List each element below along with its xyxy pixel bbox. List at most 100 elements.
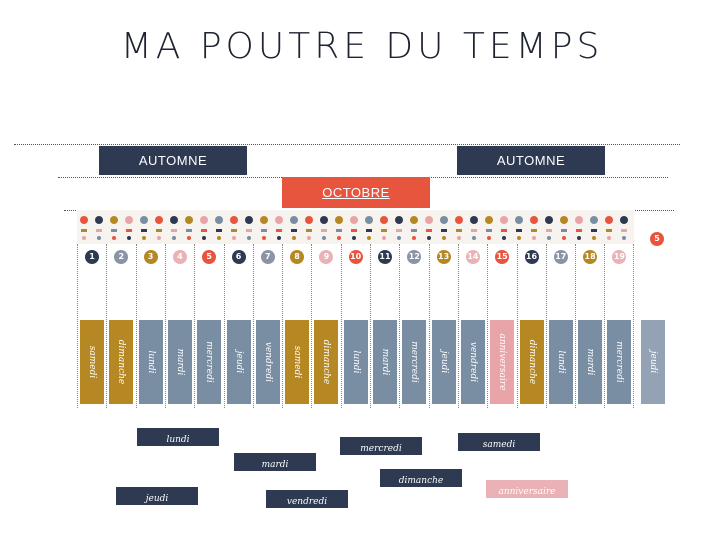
day-column: 1 samedi [77, 244, 106, 408]
day-number[interactable]: 2 [114, 250, 129, 264]
month-label[interactable]: OCTOBRE [282, 177, 430, 208]
day-number[interactable]: 5 [202, 250, 217, 264]
page-title: MA POUTRE DU TEMPS [120, 26, 604, 67]
day-label: mercredi [204, 341, 215, 383]
day-label: dimanche [526, 339, 537, 385]
day-label: samedi [292, 345, 303, 379]
day-card[interactable]: mercredi [402, 320, 427, 404]
divider-line [14, 144, 680, 145]
loose-day-chip[interactable]: samedi [458, 433, 540, 451]
day-number[interactable]: 18 [583, 250, 598, 264]
day-column: 14 vendredi [457, 244, 487, 408]
day-label: mardi [380, 348, 390, 376]
day-card[interactable]: jeudi [431, 320, 456, 404]
day-card[interactable]: jeudi [226, 320, 251, 404]
chip-label: vendredi [286, 497, 328, 507]
day-number[interactable]: 9 [319, 250, 334, 264]
day-number[interactable]: 19 [612, 250, 627, 264]
day-label: jeudi [438, 350, 449, 374]
day-label: dimanche [321, 339, 332, 385]
day-number[interactable]: 13 [436, 250, 451, 264]
day-column: 18 mardi [575, 244, 604, 408]
chip-label: anniversaire [498, 487, 556, 497]
day-card[interactable]: vendredi [255, 320, 280, 404]
day-number[interactable]: 3 [143, 250, 158, 264]
day-label: lundi [145, 350, 156, 374]
chip-label: samedi [482, 440, 516, 450]
day-column: 11 mardi [370, 244, 399, 408]
season-label-right[interactable]: AUTOMNE [457, 146, 605, 175]
chip-label: dimanche [398, 476, 444, 486]
chip-label: mercredi [360, 444, 402, 454]
extra-day-number[interactable]: 5 [650, 232, 664, 246]
day-column: 5 mercredi [194, 244, 223, 408]
day-card[interactable]: mardi [578, 320, 603, 404]
day-column: 2 dimanche [106, 244, 135, 408]
day-number[interactable]: 17 [553, 250, 568, 264]
day-column: 16 dimanche [516, 244, 546, 408]
day-column: 12 mercredi [399, 244, 428, 408]
day-card[interactable]: vendredi [460, 320, 485, 404]
day-card[interactable]: mercredi [607, 320, 632, 404]
day-label: lundi [555, 350, 566, 374]
day-column: 19 mercredi [604, 244, 635, 408]
day-column: 3 lundi [135, 244, 165, 408]
day-card[interactable]: lundi [343, 320, 368, 404]
day-column: 15 anniversaire [487, 244, 516, 408]
extra-day-card[interactable]: jeudi [641, 320, 665, 404]
day-card[interactable]: dimanche [109, 320, 134, 404]
day-card[interactable]: samedi [285, 320, 310, 404]
day-column: 13 jeudi [428, 244, 458, 408]
day-card[interactable]: lundi [548, 320, 573, 404]
chip-label: mardi [261, 460, 289, 470]
day-card[interactable]: anniversaire [490, 320, 515, 404]
season-label-left[interactable]: AUTOMNE [99, 146, 247, 175]
day-label: mercredi [614, 341, 625, 383]
day-card[interactable]: dimanche [519, 320, 544, 404]
day-card[interactable]: mercredi [197, 320, 222, 404]
day-card[interactable]: lundi [138, 320, 163, 404]
chip-label: lundi [166, 435, 190, 445]
loose-day-chip[interactable]: mardi [234, 453, 316, 471]
day-label: mardi [585, 348, 596, 376]
day-number[interactable]: 15 [495, 250, 510, 264]
day-number[interactable]: 11 [378, 250, 392, 264]
loose-day-chip[interactable]: jeudi [116, 487, 198, 505]
day-number[interactable]: 7 [260, 250, 275, 264]
day-label: anniversaire [497, 333, 508, 391]
loose-day-chip[interactable]: mercredi [340, 437, 422, 455]
day-label: mardi [174, 348, 185, 376]
loose-day-chip[interactable]: dimanche [380, 469, 462, 487]
loose-day-chip[interactable]: lundi [137, 428, 219, 446]
day-column: 6 jeudi [223, 244, 253, 408]
day-column: 9 dimanche [311, 244, 340, 408]
day-column: 8 samedi [282, 244, 311, 408]
day-card[interactable]: dimanche [314, 320, 339, 404]
decorative-pattern-strip [77, 210, 634, 244]
chip-label: jeudi [145, 494, 169, 504]
day-column: 7 vendredi [252, 244, 282, 408]
day-card[interactable]: mardi [167, 320, 192, 404]
day-column: 10 lundi [340, 244, 370, 408]
day-number[interactable]: 14 [465, 250, 480, 264]
extra-day-label: jeudi [648, 350, 658, 374]
day-label: vendredi [262, 341, 273, 383]
day-number[interactable]: 4 [172, 250, 187, 264]
day-number[interactable]: 12 [407, 250, 422, 264]
day-number[interactable]: 10 [348, 250, 363, 264]
day-number[interactable]: 8 [290, 250, 305, 264]
day-column: 17 lundi [545, 244, 575, 408]
day-number[interactable]: 1 [85, 250, 99, 264]
day-card[interactable]: mardi [373, 320, 397, 404]
day-label: lundi [350, 350, 361, 374]
day-label: jeudi [233, 350, 244, 374]
loose-day-chip[interactable]: vendredi [266, 490, 348, 508]
loose-day-chip[interactable]: anniversaire [486, 480, 568, 498]
day-card[interactable]: samedi [80, 320, 104, 404]
day-column: 4 mardi [164, 244, 194, 408]
day-label: vendredi [467, 341, 478, 383]
day-label: dimanche [116, 339, 127, 385]
day-number[interactable]: 6 [231, 250, 246, 264]
day-number[interactable]: 16 [524, 250, 539, 264]
day-label: samedi [87, 345, 97, 379]
